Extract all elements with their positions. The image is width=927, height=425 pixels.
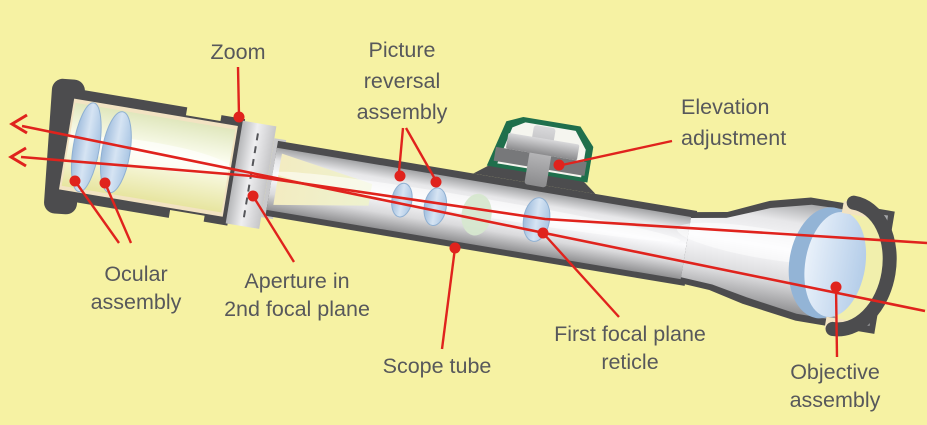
- light-ray-a: [21, 124, 926, 313]
- leader-dots: [69, 111, 842, 293]
- label-line: Aperture in: [244, 269, 350, 293]
- dot-reversal-2: [430, 176, 442, 188]
- leader-reversal-1: [397, 127, 405, 173]
- label-line: assembly: [356, 100, 448, 124]
- label-line: Elevation: [681, 95, 770, 119]
- light-rays: [8, 113, 927, 313]
- label-line: assembly: [789, 388, 881, 412]
- dot-ocular-2: [99, 177, 111, 189]
- reversal-lens-2: [423, 187, 448, 227]
- ray-arrow-icon: [8, 146, 27, 168]
- objective-rim: [825, 195, 897, 337]
- label-scope-tube: Scope tube: [383, 352, 492, 380]
- label-line: 2nd focal plane: [224, 297, 370, 321]
- label-line: reversal: [363, 69, 441, 93]
- leader-elevation: [561, 139, 673, 167]
- label-line: Zoom: [210, 40, 266, 64]
- leader-reversal-2: [404, 127, 437, 180]
- label-aperture-2nd-focal-plane: Aperture in 2nd focal plane: [224, 267, 370, 323]
- leader-ocular-1: [74, 180, 120, 244]
- label-line: First focal plane: [554, 322, 706, 346]
- label-line: Picture: [368, 38, 436, 62]
- leader-reticle: [542, 232, 620, 318]
- label-line: Ocular: [104, 262, 168, 286]
- dot-reversal-1: [394, 170, 406, 182]
- turret-screw-bar: [506, 133, 580, 161]
- dot-reticle: [537, 227, 549, 239]
- dot-aperture: [247, 190, 259, 202]
- leader-ocular-2: [103, 182, 133, 244]
- label-picture-reversal-assembly: Picture reversal assembly: [357, 35, 448, 128]
- label-line: Objective: [790, 360, 880, 384]
- leader-scope-tube: [440, 247, 457, 350]
- leader-aperture: [251, 195, 296, 263]
- label-line: assembly: [90, 290, 182, 314]
- glass-disc: [461, 193, 492, 236]
- label-first-focal-plane-reticle: First focal plane reticle: [554, 320, 706, 376]
- label-ocular-assembly: Ocular assembly: [91, 260, 182, 316]
- dot-zoom: [233, 111, 245, 123]
- label-elevation-adjustment: Elevation adjustment: [681, 92, 786, 154]
- reversal-lens-1: [391, 182, 413, 218]
- dot-scope-tube: [449, 242, 461, 254]
- leader-objective: [834, 286, 839, 358]
- ray-arrow-icon: [9, 113, 28, 135]
- dot-elevation: [553, 159, 565, 171]
- leader-lines: [74, 66, 839, 358]
- label-objective-assembly: Objective assembly: [790, 358, 881, 414]
- label-line: adjustment: [681, 126, 787, 150]
- dot-ocular-1: [69, 175, 81, 187]
- label-line: reticle: [601, 350, 659, 374]
- leader-zoom: [236, 66, 241, 117]
- label-line: Scope tube: [382, 354, 492, 378]
- dot-objective: [830, 281, 842, 293]
- label-zoom: Zoom: [211, 38, 266, 66]
- ocular-lens-1: [70, 102, 102, 193]
- light-ray-b: [20, 155, 927, 245]
